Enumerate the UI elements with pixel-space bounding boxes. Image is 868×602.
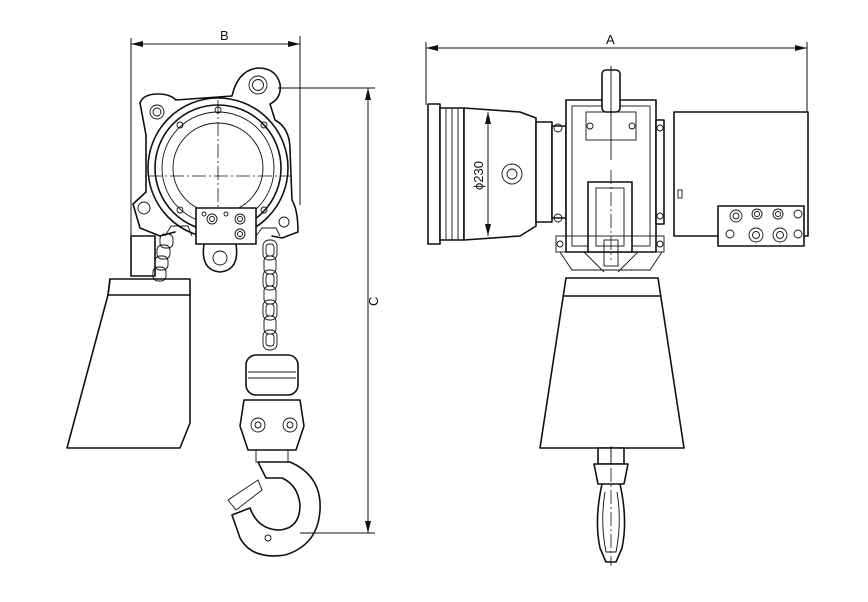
side-chain-bag [66, 278, 191, 449]
dimension-c-label: C [366, 297, 381, 306]
dimension-a-label: A [606, 32, 615, 47]
front-gearbox [555, 66, 665, 273]
front-hook [593, 446, 629, 566]
dimension-a: A [425, 32, 808, 112]
dimension-c: C [278, 87, 381, 534]
front-control-box [673, 111, 809, 247]
side-load-chain [262, 239, 278, 351]
side-back-plate [130, 235, 156, 277]
side-housing [132, 67, 299, 273]
dimension-b: B [130, 28, 301, 250]
front-view: A ϕ230 [425, 32, 809, 566]
side-hook [227, 461, 321, 557]
motor-diameter-label: ϕ230 [471, 161, 486, 190]
front-motor: ϕ230 [427, 103, 567, 245]
dimension-b-label: B [220, 28, 229, 43]
side-view: B C [66, 28, 381, 557]
side-hook-block [239, 354, 305, 463]
side-slack-chain [152, 233, 174, 282]
front-chain-bag [539, 277, 685, 449]
